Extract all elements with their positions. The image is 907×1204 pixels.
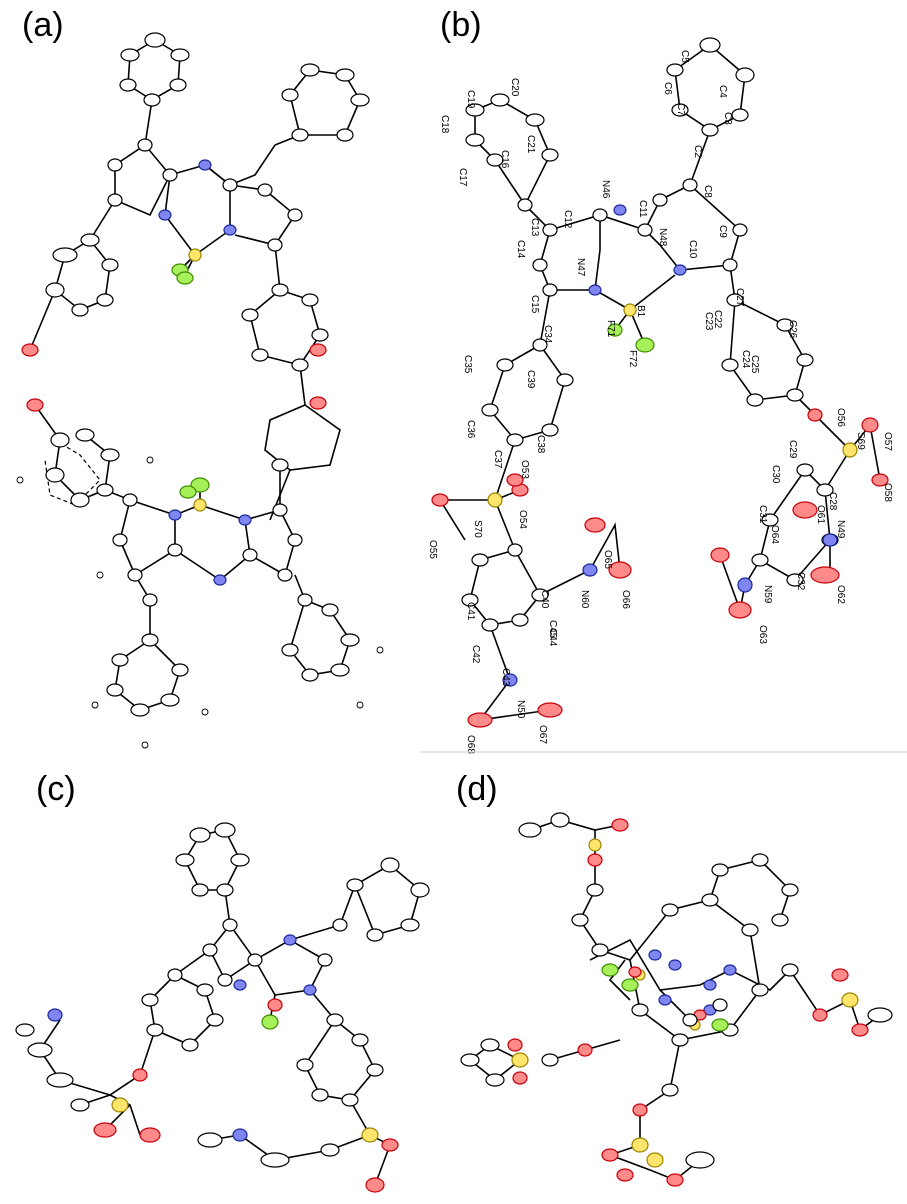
panel-b: (b) bbox=[420, 0, 907, 760]
panel-c: (c) bbox=[0, 760, 430, 1204]
panel-c-molecule bbox=[15, 822, 430, 1193]
atom-label: C18 bbox=[439, 115, 450, 134]
panel-a-label: (a) bbox=[22, 6, 64, 44]
atom-label: N47 bbox=[575, 258, 586, 277]
atom-label: C21 bbox=[525, 135, 536, 154]
panel-b-structure: C5 C6 C4 C7 C3 C19 C20 C18 C2 C21 C16 C1… bbox=[420, 37, 907, 754]
atom-label: O67 bbox=[537, 725, 548, 744]
panel-d-structure bbox=[460, 812, 893, 1187]
atom-label: C22 bbox=[712, 310, 723, 329]
atom-label: C42 bbox=[470, 645, 481, 664]
panel-a-structure bbox=[16, 32, 384, 749]
atom-label: C17 bbox=[457, 168, 468, 187]
atom-label: C4 bbox=[717, 85, 728, 98]
atom-label: C36 bbox=[465, 420, 476, 439]
atom-label: O62 bbox=[835, 585, 846, 604]
atom-label: S69 bbox=[855, 432, 866, 450]
atom-label: C40 bbox=[539, 590, 550, 609]
atom-label: C5 bbox=[679, 50, 690, 63]
atom-label: C27 bbox=[734, 288, 745, 307]
atom-label: C9 bbox=[717, 225, 728, 238]
atom-label: N50 bbox=[515, 700, 526, 719]
atom-label: C43 bbox=[500, 668, 511, 687]
atom-label: C39 bbox=[525, 370, 536, 389]
atom-label: C11 bbox=[637, 200, 648, 218]
panel-b-molecule bbox=[431, 37, 889, 728]
atom-label: O57 bbox=[882, 432, 893, 451]
atom-label: F72 bbox=[627, 350, 638, 368]
atom-label: C41 bbox=[465, 602, 476, 621]
atom-label: F71 bbox=[605, 320, 616, 338]
atom-label: C16 bbox=[499, 150, 510, 169]
atom-label: N60 bbox=[579, 590, 590, 609]
atom-label: N48 bbox=[657, 228, 668, 247]
atom-label: C10 bbox=[687, 240, 698, 259]
atom-label: C6 bbox=[662, 82, 673, 95]
panel-d-packing bbox=[460, 812, 893, 1187]
atom-label: B1 bbox=[635, 305, 646, 318]
atom-label: O54 bbox=[517, 510, 528, 529]
atom-label: O65 bbox=[602, 550, 613, 569]
atom-label: C15 bbox=[529, 295, 540, 314]
atom-label: N46 bbox=[600, 180, 611, 199]
atom-label: C28 bbox=[827, 492, 838, 511]
atom-label: O56 bbox=[835, 408, 846, 427]
atom-label: O61 bbox=[815, 505, 826, 524]
atom-label: C35 bbox=[462, 355, 473, 374]
atom-label: C12 bbox=[562, 210, 573, 229]
atom-label: C23 bbox=[703, 312, 714, 331]
atom-label: C45 bbox=[547, 620, 558, 639]
panel-d-label: (d) bbox=[456, 770, 498, 808]
atom-label: N49 bbox=[835, 520, 846, 539]
atom-label: C8 bbox=[702, 185, 713, 198]
panel-c-structure bbox=[15, 822, 430, 1193]
atom-label: C26 bbox=[787, 320, 798, 339]
atom-label: C24 bbox=[740, 350, 751, 369]
atom-label: C19 bbox=[465, 90, 476, 109]
atom-label: C3 bbox=[722, 112, 733, 125]
panel-a-molecule-top bbox=[21, 32, 370, 521]
atom-label: S70 bbox=[472, 520, 483, 538]
panel-a: (a) bbox=[0, 0, 420, 760]
atom-label: O58 bbox=[882, 483, 893, 502]
panel-d: (d) bbox=[430, 760, 907, 1204]
atom-label: O55 bbox=[427, 540, 438, 559]
atom-label: C2 bbox=[692, 145, 703, 158]
atom-label: C20 bbox=[509, 78, 520, 97]
atom-label: C29 bbox=[787, 440, 798, 459]
atom-label: C32 bbox=[795, 572, 806, 591]
atom-label: O64 bbox=[769, 525, 780, 544]
panel-b-atom-labels: C5 C6 C4 C7 C3 C19 C20 C18 C2 C21 C16 C1… bbox=[427, 50, 893, 754]
atom-label: C7 bbox=[675, 103, 686, 116]
atom-label: C34 bbox=[542, 325, 553, 344]
atom-label: O63 bbox=[757, 625, 768, 644]
atom-label: C13 bbox=[529, 218, 540, 237]
atom-label: O53 bbox=[519, 460, 530, 479]
atom-label: O68 bbox=[465, 735, 476, 754]
atom-label: N59 bbox=[762, 585, 773, 604]
atom-label: C25 bbox=[749, 355, 760, 374]
panel-b-label: (b) bbox=[440, 6, 482, 44]
atom-label: C37 bbox=[492, 450, 503, 469]
atom-label: C31 bbox=[757, 505, 768, 524]
atom-label: C44 bbox=[547, 628, 558, 647]
atom-label: C14 bbox=[515, 240, 526, 259]
panel-c-label: (c) bbox=[36, 770, 76, 808]
atom-label: O66 bbox=[620, 590, 631, 609]
atom-label: C30 bbox=[770, 465, 781, 484]
atom-label: C38 bbox=[535, 435, 546, 454]
panel-a-molecule-bottom bbox=[16, 398, 384, 749]
